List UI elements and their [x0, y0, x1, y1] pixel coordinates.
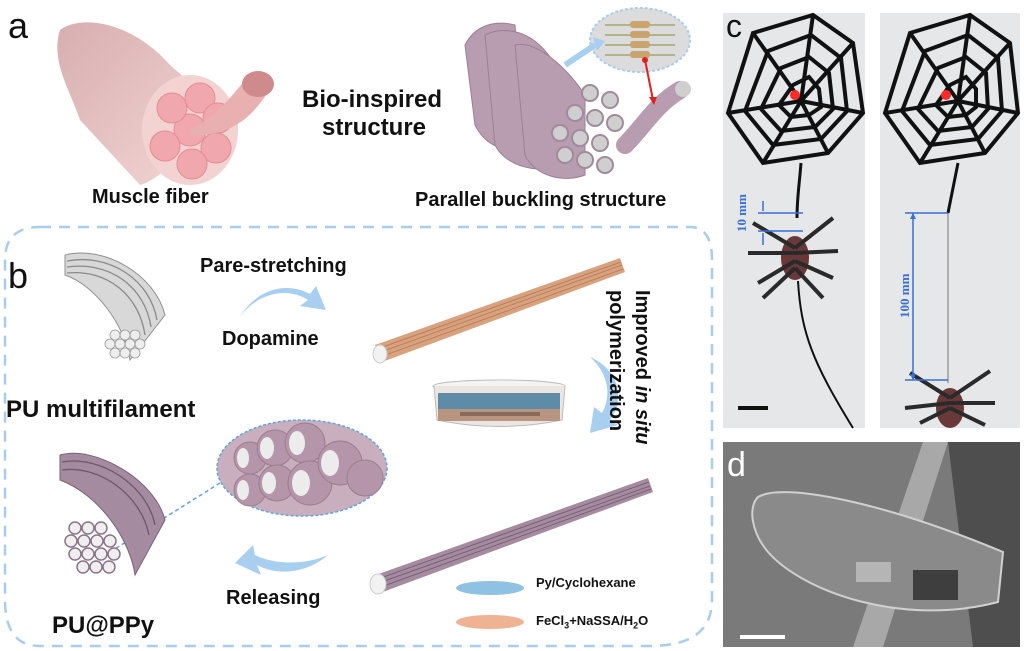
- muscle-fiber-illustration: [57, 22, 274, 185]
- improved-prefix: Improved: [631, 290, 653, 386]
- magnified-fiber-bubble: [216, 419, 388, 517]
- photo-c-left: [723, 13, 865, 428]
- pare-stretching-arrow-icon: [240, 286, 326, 317]
- sem-image-scene: [723, 442, 1020, 647]
- polymerization-arrow-icon: [590, 357, 619, 433]
- panel-letter-d: d: [727, 446, 746, 484]
- photo-c-right: [880, 13, 1020, 428]
- legend-swatch-fecl3: [456, 615, 524, 629]
- legend-fecl3-part1: FeCl: [536, 613, 565, 628]
- dopamine-coated-fiber-illustration: [372, 258, 625, 364]
- measure-100mm-label: 100 mm: [897, 273, 912, 318]
- dopamine-label: Dopamine: [222, 328, 319, 350]
- pu-ppy-illustration: [59, 452, 166, 577]
- legend-swatch-py: [456, 581, 524, 595]
- bio-inspired-label-line1: Bio-inspired: [302, 86, 443, 113]
- muscle-fiber-label: Muscle fiber: [92, 186, 209, 208]
- legend-fecl3-sub2: 2: [633, 620, 639, 631]
- pu-multifilament-illustration: [64, 252, 166, 362]
- petri-dish-illustration: [432, 379, 566, 427]
- in-situ-italic: in situ: [631, 385, 653, 445]
- panel-letter-b: b: [8, 255, 29, 296]
- panel-b-dashed-border: [3, 225, 714, 648]
- legend-fecl3-part3: O: [638, 613, 649, 628]
- legend-fecl3-sub1: 3: [564, 620, 570, 631]
- pu-ppy-label: PU@PPy: [52, 612, 155, 639]
- polymerization-label: polymerization: [605, 290, 627, 432]
- legend-label-py: Py/Cyclohexane: [536, 575, 636, 590]
- releasing-label: Releasing: [226, 587, 321, 609]
- ppy-coated-fiber-illustration: [369, 478, 653, 595]
- legend-label-fecl3: FeCl3+NaSSA/H2O: [536, 613, 648, 631]
- bio-inspired-label-line2: structure: [322, 114, 427, 141]
- pu-multifilament-label: PU multifilament: [6, 396, 196, 423]
- panel-letter-a: a: [8, 5, 29, 46]
- parallel-buckling-label: Parallel buckling structure: [415, 189, 667, 211]
- parallel-buckling-illustration: [464, 7, 691, 179]
- photo-c-left-scene: [725, 12, 866, 429]
- legend-fecl3-part2: +NaSSA/H: [569, 613, 634, 628]
- panel-letter-c: c: [726, 8, 742, 44]
- measure-10mm-label: 10 mm: [734, 194, 749, 232]
- photo-c-right-scene: [882, 12, 1021, 428]
- releasing-arrow-icon: [235, 545, 328, 575]
- pare-stretching-label: Pare-stretching: [200, 255, 347, 277]
